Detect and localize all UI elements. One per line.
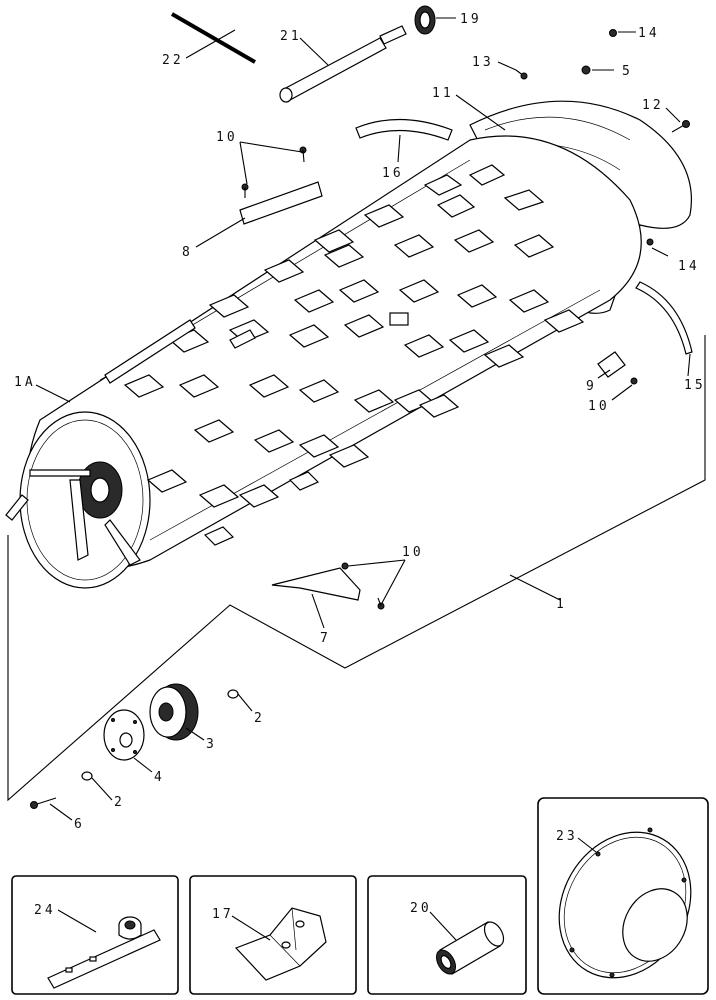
label-16: 16 bbox=[382, 166, 404, 181]
label-1: 1 bbox=[556, 597, 567, 612]
label-13: 13 bbox=[472, 55, 494, 70]
inset-23 bbox=[537, 797, 709, 995]
part-9-clip bbox=[597, 351, 638, 385]
rasp-bars bbox=[104, 164, 585, 546]
label-2-lower: 2 bbox=[114, 795, 125, 810]
part-21-shaft bbox=[279, 25, 407, 103]
label-12: 12 bbox=[642, 98, 664, 113]
rotor-drum bbox=[5, 100, 692, 589]
part-8-bracket bbox=[239, 146, 323, 225]
label-11: 11 bbox=[432, 86, 454, 101]
label-7: 7 bbox=[320, 631, 331, 646]
part-2-washer-lower bbox=[81, 771, 93, 781]
part-6-bolt bbox=[30, 797, 57, 809]
part-14-nut-side bbox=[646, 238, 654, 246]
label-9: 9 bbox=[586, 379, 597, 394]
part-5-nut bbox=[581, 65, 591, 75]
label-20: 20 bbox=[410, 901, 432, 916]
inset-17 bbox=[189, 875, 357, 995]
label-24: 24 bbox=[34, 903, 56, 918]
label-22: 22 bbox=[162, 53, 184, 68]
assembly-outline bbox=[7, 335, 706, 802]
label-6: 6 bbox=[74, 817, 85, 832]
part-7-bracket bbox=[271, 562, 385, 610]
part-4-flange bbox=[103, 709, 145, 761]
label-1a: 1A bbox=[14, 375, 36, 390]
label-23: 23 bbox=[556, 829, 578, 844]
inset-20 bbox=[367, 875, 527, 995]
inset-24 bbox=[11, 875, 179, 995]
label-15: 15 bbox=[684, 378, 706, 393]
label-2-upper: 2 bbox=[254, 711, 265, 726]
label-10-top: 10 bbox=[216, 130, 238, 145]
label-10-right: 10 bbox=[588, 399, 610, 414]
label-14-top: 14 bbox=[638, 26, 660, 41]
part-16-strip bbox=[355, 118, 453, 141]
label-19: 19 bbox=[460, 12, 482, 27]
label-8: 8 bbox=[182, 245, 193, 260]
label-17: 17 bbox=[212, 907, 234, 922]
part-3-hub bbox=[149, 683, 199, 741]
callout-labels: 22 21 19 14 13 5 11 12 10 16 8 14 1A 9 1… bbox=[14, 12, 706, 922]
part-12-bolt bbox=[671, 120, 690, 133]
label-21: 21 bbox=[280, 29, 302, 44]
part-2-washer-upper bbox=[227, 689, 239, 699]
label-14-side: 14 bbox=[678, 259, 700, 274]
part-13-bolt bbox=[515, 69, 528, 80]
part-15-strip bbox=[635, 281, 693, 355]
label-5: 5 bbox=[622, 64, 633, 79]
leader-lines bbox=[35, 17, 691, 821]
label-10-bottom: 10 bbox=[402, 545, 424, 560]
label-3: 3 bbox=[206, 737, 217, 752]
label-4: 4 bbox=[154, 770, 165, 785]
part-14-nut-top bbox=[609, 29, 617, 37]
part-19-washer bbox=[414, 5, 436, 35]
